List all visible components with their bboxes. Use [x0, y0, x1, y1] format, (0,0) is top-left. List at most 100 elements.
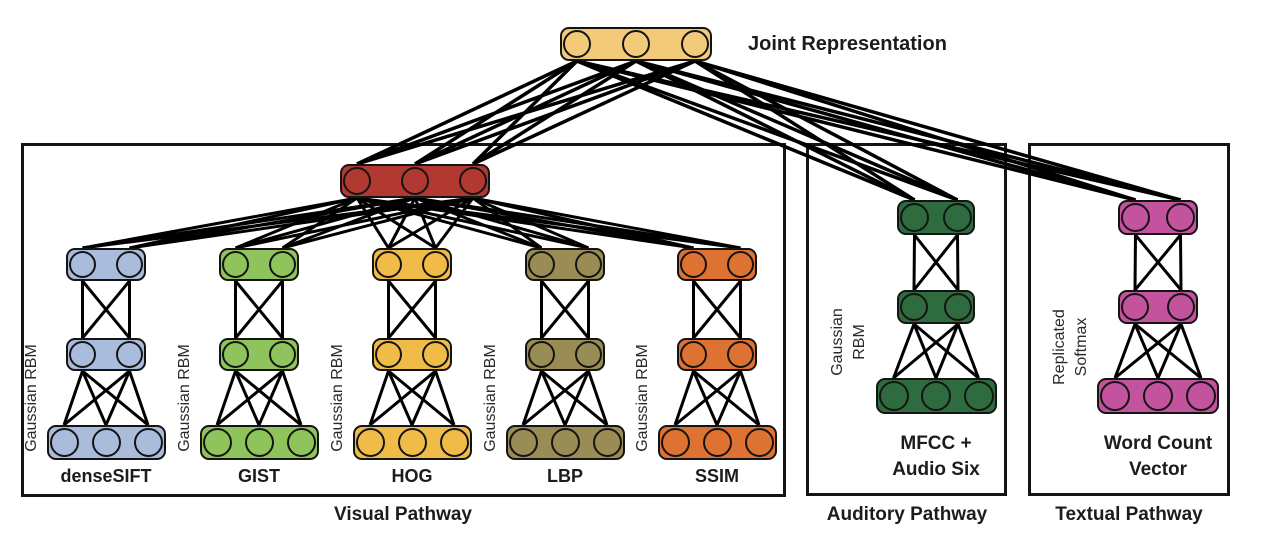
- unit-circle: [343, 167, 371, 195]
- unit-circle: [622, 30, 650, 58]
- connection-line: [215, 370, 237, 426]
- hog-hidden2-box: [372, 248, 452, 281]
- connection-line: [368, 370, 390, 426]
- connection-line: [1114, 322, 1182, 380]
- connection-line: [104, 370, 131, 426]
- word-count-line: Word Count: [1103, 433, 1213, 454]
- connection-line: [912, 234, 916, 291]
- unit-circle: [575, 251, 602, 278]
- connection-line: [472, 59, 696, 166]
- connection-line: [356, 196, 542, 250]
- textual-pathway-caption: Textual Pathway: [1055, 504, 1203, 525]
- gaussian-rbm-label-lbp: Gaussian RBM: [482, 344, 499, 452]
- gaussian-rbm-label-auditory: Gaussian RBM: [827, 272, 871, 412]
- connection-line: [62, 370, 84, 426]
- unit-circle: [133, 428, 163, 457]
- auditory-hidden1-box: [897, 290, 975, 324]
- unit-circle: [727, 341, 754, 368]
- connection-line: [387, 369, 455, 427]
- unit-circle: [1167, 293, 1195, 321]
- gaussian-rbm-label-gist: Gaussian RBM: [176, 344, 193, 452]
- connection-line: [356, 59, 637, 166]
- gist-label: GIST: [237, 466, 280, 486]
- connection-line: [63, 369, 131, 427]
- unit-circle: [1121, 293, 1149, 321]
- connection-line: [635, 59, 1136, 202]
- lbp-label: LBP: [547, 466, 583, 486]
- ssim-hidden2-box: [677, 248, 757, 281]
- connection-line: [715, 370, 742, 426]
- unit-circle: [244, 428, 274, 457]
- connection-line: [692, 369, 760, 427]
- unit-circle: [1143, 381, 1173, 411]
- auditory-pathway-caption: Auditory Pathway: [826, 504, 988, 525]
- connection-line: [387, 370, 414, 426]
- unit-circle: [528, 341, 555, 368]
- unit-circle: [91, 428, 121, 457]
- connection-line: [694, 59, 1137, 202]
- connection-line: [576, 59, 959, 202]
- mfcc-line: MFCC +: [900, 433, 972, 454]
- connection-line: [635, 59, 1181, 202]
- joint-representation-label: Joint Representation: [748, 33, 947, 55]
- connection-line: [356, 59, 578, 166]
- connection-line: [1113, 323, 1137, 379]
- connection-line: [956, 234, 960, 291]
- unit-circle: [1100, 381, 1130, 411]
- gist-input-box: [199, 425, 319, 460]
- connection-line: [692, 370, 719, 426]
- gaussian-rbm-line2: RBM: [851, 324, 868, 360]
- connection-line: [356, 59, 696, 166]
- unit-circle: [397, 428, 427, 457]
- connection-line: [1179, 234, 1183, 291]
- unit-circle: [1186, 381, 1216, 411]
- unit-circle: [202, 428, 232, 457]
- connection-line: [356, 196, 437, 250]
- auditory-hidden2-box: [897, 200, 975, 235]
- ssim-hidden1-box: [677, 338, 757, 371]
- connection-line: [587, 370, 609, 426]
- vector-line: Vector: [1128, 459, 1188, 480]
- unit-circle: [375, 341, 402, 368]
- unit-circle: [680, 251, 707, 278]
- gist-hidden2-box: [219, 248, 299, 281]
- connection-line: [128, 370, 150, 426]
- replicated-softmax-label: Replicated Softmax: [1049, 277, 1093, 417]
- unit-circle: [69, 251, 96, 278]
- replicated-softmax-line1: Replicated: [1051, 309, 1068, 385]
- lbp-hidden1-box: [525, 338, 605, 371]
- visual-pathway-box: [21, 143, 786, 497]
- unit-circle: [660, 428, 690, 457]
- mfcc-audio-six-label: MFCC + Audio Six: [836, 431, 1036, 483]
- connection-line: [81, 369, 149, 427]
- textual-pathway-box: [1028, 143, 1230, 496]
- hog-hidden1-box: [372, 338, 452, 371]
- unit-circle: [528, 251, 555, 278]
- connection-line: [1133, 234, 1137, 291]
- connection-line: [414, 196, 543, 250]
- unit-circle: [575, 341, 602, 368]
- connection-line: [369, 369, 437, 427]
- connection-line: [387, 280, 437, 339]
- connection-line: [414, 196, 589, 250]
- connection-line: [576, 59, 1181, 202]
- connection-line: [1133, 234, 1182, 291]
- unit-circle: [286, 428, 316, 457]
- gaussian-rbm-label-ssim: Gaussian RBM: [634, 344, 651, 452]
- connection-line: [540, 280, 590, 339]
- connection-line: [521, 370, 543, 426]
- replicated-softmax-line2: Softmax: [1073, 317, 1090, 377]
- connection-line: [522, 369, 590, 427]
- unit-circle: [550, 428, 580, 457]
- connection-line: [540, 370, 567, 426]
- gaussian-rbm-label-densesift: Gaussian RBM: [23, 344, 40, 452]
- unit-circle: [459, 167, 487, 195]
- connection-line: [892, 322, 959, 380]
- unit-circle: [439, 428, 469, 457]
- unit-circle: [222, 251, 249, 278]
- connection-line: [472, 196, 741, 250]
- densesift-hidden2-box: [66, 248, 146, 281]
- unit-circle: [49, 428, 79, 457]
